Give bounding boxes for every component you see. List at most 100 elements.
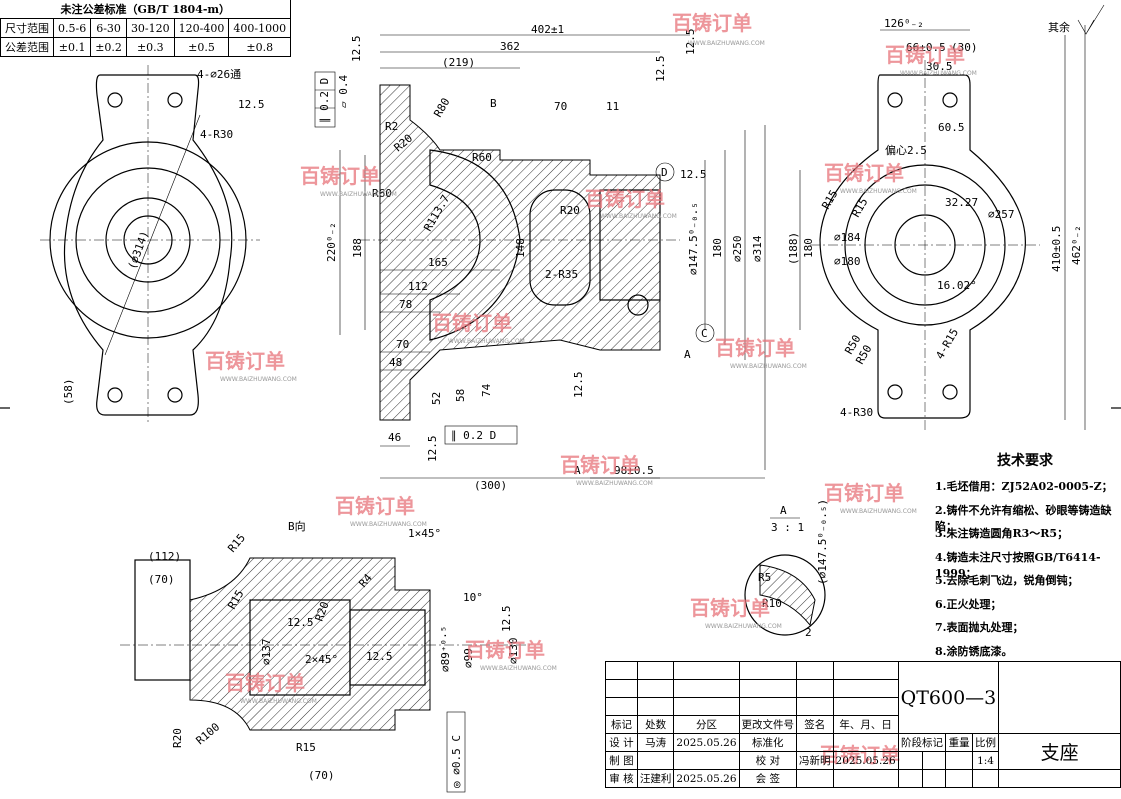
- range-cell: 400-1000: [228, 18, 292, 38]
- technical-requirements: 技术要求 1.毛坯借用：ZJ52A02-0005-Z； 2.铸件不允许有缩松、砂…: [935, 450, 1121, 666]
- requirement-item: 2.铸件不允许有缩松、砂眼等铸造缺陷；: [935, 503, 1112, 533]
- requirement-item: 8.涂防锈底漆。: [935, 644, 1013, 658]
- chamfer-label: 1×45°: [408, 527, 441, 540]
- dimension-label: 66±0.5: [906, 41, 946, 54]
- check-signature: 冯新明: [796, 751, 834, 770]
- tolerance-cell: ±0.5: [173, 37, 230, 57]
- watermarks: 百铸订单 WWW.BAIZHUWANG.COM 百铸订单 WWW.BAIZHUWAN…: [205, 11, 977, 767]
- dimension-label: 362: [500, 40, 520, 53]
- header-cell: 签名: [796, 715, 834, 734]
- svg-text:百铸订单: 百铸订单: [300, 164, 380, 188]
- svg-text:WWW.BAIZHUWANG.COM: WWW.BAIZHUWANG.COM: [730, 363, 807, 370]
- radius-label: R100: [194, 720, 223, 747]
- svg-text:WWW.BAIZHUWANG.COM: WWW.BAIZHUWANG.COM: [688, 40, 765, 47]
- angle-label: 16.02°: [937, 279, 977, 292]
- parallelism-tolerance: ∥ 0.2 D: [318, 78, 331, 123]
- scale-label: 比例: [971, 733, 1000, 752]
- dimension-label: 48: [389, 356, 402, 369]
- radius-label: R15: [225, 531, 248, 555]
- view-title: B向: [288, 519, 306, 533]
- roughness-label: 12.5: [500, 606, 513, 633]
- datum-c: C: [701, 327, 708, 340]
- eccentricity-label: 偏心2.5: [885, 143, 927, 157]
- roughness-label: 12.5: [366, 650, 393, 663]
- dimension-label: 112: [408, 280, 428, 293]
- tolerance-cell: ±0.3: [125, 37, 175, 57]
- range-cell: 6-30: [90, 18, 127, 38]
- dimension-label: 180: [711, 238, 724, 258]
- svg-text:百铸订单: 百铸订单: [432, 311, 512, 335]
- svg-text:百铸订单: 百铸订单: [465, 638, 545, 662]
- diameter-label: (⌀147.5⁰₋₀.₅): [816, 499, 829, 585]
- diameter-label: ⌀147.5⁰₋₀.₅: [687, 202, 700, 275]
- svg-text:百铸订单: 百铸订单: [715, 336, 795, 360]
- dimension-label: 32.27: [945, 196, 978, 209]
- coaxiality-tolerance: ◎ ⌀0.5 C: [450, 735, 463, 788]
- diameter-label: ⌀99: [462, 648, 475, 668]
- radius-label: R15: [296, 741, 316, 754]
- header-cell: 标记: [605, 715, 638, 734]
- diameter-label: ⌀257: [988, 208, 1015, 221]
- dimension-label: 2: [805, 626, 812, 639]
- dimension-label: 462⁰₋₂: [1070, 225, 1083, 265]
- radius-label: R2: [385, 120, 398, 133]
- diameter-label: ⌀184: [834, 231, 861, 244]
- radius-label: R15: [849, 196, 870, 220]
- svg-text:WWW.BAIZHUWANG.COM: WWW.BAIZHUWANG.COM: [705, 623, 782, 630]
- dimension-label: (188): [787, 232, 800, 265]
- dimension-label: 188: [351, 238, 364, 258]
- roughness-label: 12.5: [350, 36, 363, 63]
- radius-label: R10: [762, 597, 782, 610]
- countersign-label: 会 签: [738, 769, 798, 788]
- diameter-label: ⌀180: [834, 255, 861, 268]
- radius-label: 4-R30: [200, 128, 233, 141]
- header-cell: 处数: [636, 715, 675, 734]
- svg-text:百铸订单: 百铸订单: [824, 161, 904, 185]
- svg-text:百铸订单: 百铸订单: [585, 187, 665, 211]
- radius-label: R60: [472, 151, 492, 164]
- diameter-label: ⌀137: [260, 639, 273, 666]
- header-cell: 年、月、日: [832, 715, 899, 734]
- dimension-label: (70): [148, 573, 175, 586]
- dimension-label: 60.5: [938, 121, 965, 134]
- detail-scale: 3 : 1: [771, 521, 804, 534]
- roughness-note: 其余: [1048, 20, 1070, 34]
- radius-label: R20: [560, 204, 580, 217]
- dimension-label: 126⁰₋₂: [884, 17, 924, 30]
- radius-label: R15: [819, 188, 840, 212]
- roughness-label: 12.5: [680, 168, 707, 181]
- roughness-symbol-icon: [1077, 4, 1105, 35]
- radius-label: R5: [758, 571, 771, 584]
- diameter-label: ⌀130: [507, 638, 520, 665]
- svg-text:WWW.BAIZHUWANG.COM: WWW.BAIZHUWANG.COM: [576, 480, 653, 487]
- diameter-label: ⌀250: [731, 236, 744, 263]
- svg-text:百铸订单: 百铸订单: [335, 494, 415, 518]
- dimension-label: 180: [802, 238, 815, 258]
- detail-a: A 3 : 1 (⌀147.5⁰₋₀.₅) R5 R10 2: [744, 499, 829, 639]
- dimension-label: 148: [514, 238, 527, 258]
- hole-callout: 4-⌀26通: [197, 68, 241, 81]
- view-arrow-label: B: [490, 97, 497, 110]
- datum-d: D: [661, 166, 668, 179]
- radius-label: R80: [431, 96, 452, 120]
- roughness-label: 12.5: [426, 436, 439, 463]
- svg-text:百铸订单: 百铸订单: [885, 43, 965, 67]
- check-label: 校 对: [738, 751, 798, 770]
- svg-text:WWW.BAIZHUWANG.COM: WWW.BAIZHUWANG.COM: [600, 213, 677, 220]
- svg-text:WWW.BAIZHUWANG.COM: WWW.BAIZHUWANG.COM: [350, 521, 427, 528]
- flatness-tolerance: ▱ 0.4: [337, 75, 350, 108]
- range-cell: 120-400: [173, 18, 230, 38]
- dimension-label: 70: [554, 100, 567, 113]
- dimension-label: (70): [308, 769, 335, 782]
- svg-text:百铸订单: 百铸订单: [690, 596, 770, 620]
- requirement-item: 4.铸造未注尺寸按照GB/T6414-1999；: [935, 550, 1101, 580]
- requirement-item: 7.表面抛丸处理；: [935, 621, 1024, 634]
- tolerance-cell: ±0.1: [52, 37, 92, 57]
- range-cell: 0.5-6: [52, 18, 92, 38]
- dimension-label: 46: [388, 431, 401, 444]
- radius-label: R20: [313, 600, 332, 623]
- b-view: B向 (112) R15 1×45° (70) R4 R15 R20 12.5 …: [120, 519, 530, 793]
- tolerance-cell: ±0.2: [90, 37, 127, 57]
- svg-text:WWW.BAIZHUWANG.COM: WWW.BAIZHUWANG.COM: [480, 665, 557, 672]
